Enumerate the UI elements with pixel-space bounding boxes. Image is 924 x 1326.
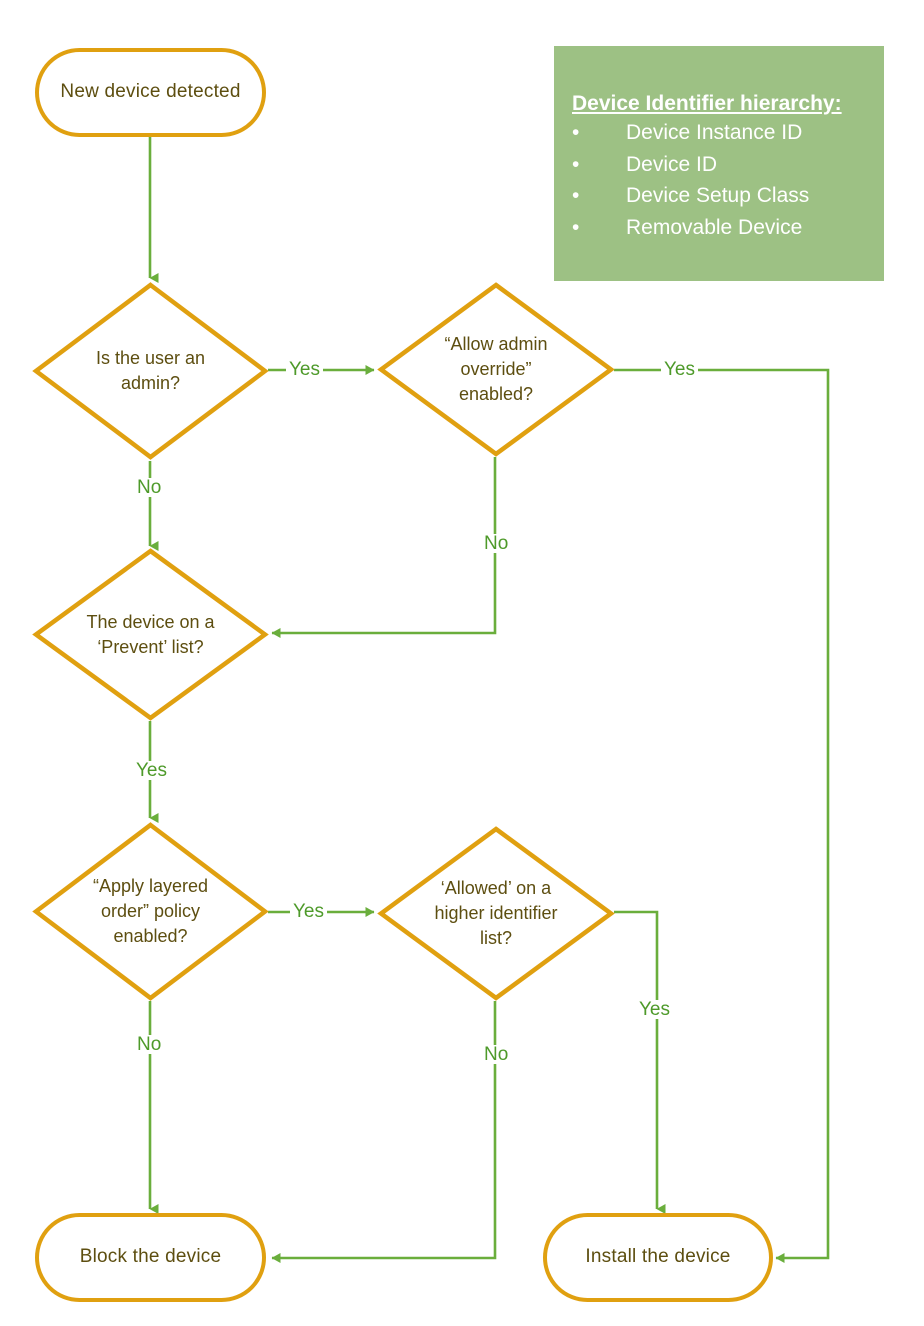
edge-higher-yes (614, 910, 666, 1214)
node-layered-order-line3: enabled? (113, 925, 188, 946)
legend-list: • Device Instance ID • Device ID • Devic… (572, 117, 884, 243)
node-layered-order-line2: order” policy (100, 901, 201, 922)
legend-item: • Device Setup Class (572, 180, 884, 212)
node-is-admin-label: Is the user an admin? (33, 282, 268, 460)
edge-override-no (271, 457, 497, 638)
edge-higher-no (271, 1001, 497, 1263)
edge-label-higher-yes: Yes (636, 1000, 673, 1019)
node-admin-override-label: “Allow admin override” enabled? (378, 282, 614, 457)
legend-item: • Device Instance ID (572, 117, 884, 149)
diamond-shape (377, 282, 615, 457)
node-install-label: Install the device (585, 1246, 731, 1268)
edge-override-yes (614, 368, 830, 1263)
diamond-shape (377, 826, 615, 1001)
node-higher-list-line3: list? (479, 927, 512, 948)
node-admin-override-line3: enabled? (458, 383, 534, 404)
node-higher-list-line1: ‘Allowed’ on a (440, 878, 552, 899)
edge-label-prevent-yes: Yes (133, 761, 170, 780)
node-start-label: New device detected (60, 81, 241, 103)
edge-label-override-no: No (481, 534, 512, 553)
edge-label-layered-no: No (134, 1035, 165, 1054)
node-admin-override-line1: “Allow admin (444, 334, 548, 355)
legend-item-label: Device Setup Class (626, 184, 810, 208)
node-block-label: Block the device (79, 1246, 222, 1268)
node-block[interactable]: Block the device (35, 1213, 266, 1302)
node-layered-order[interactable]: “Apply layered order” policy enabled? (32, 822, 269, 1001)
node-higher-list-label: ‘Allowed’ on a higher identifier list? (378, 826, 614, 1001)
bullet-icon: • (572, 152, 580, 176)
edge-label-layered-yes: Yes (290, 902, 327, 921)
node-start[interactable]: New device detected (35, 48, 266, 137)
node-prevent-list-line1: The device on a (86, 611, 215, 632)
diamond-shape (32, 822, 269, 1001)
node-layered-order-label: “Apply layered order” policy enabled? (33, 822, 268, 1001)
node-admin-override[interactable]: “Allow admin override” enabled? (377, 282, 615, 457)
bullet-icon: • (572, 184, 580, 208)
edge-label-is-admin-yes: Yes (286, 360, 323, 379)
edge-label-override-yes: Yes (661, 360, 698, 379)
legend-device-identifier-hierarchy: Device Identifier hierarchy: • Device In… (554, 46, 884, 281)
legend-item: • Removable Device (572, 212, 884, 244)
node-install[interactable]: Install the device (543, 1213, 773, 1302)
legend-title: Device Identifier hierarchy: (572, 92, 842, 115)
edge-label-is-admin-no: No (134, 478, 165, 497)
bullet-icon: • (572, 215, 580, 239)
node-is-admin[interactable]: Is the user an admin? (32, 282, 269, 460)
legend-item-label: Removable Device (626, 215, 803, 239)
node-prevent-list-label: The device on a ‘Prevent’ list? (33, 548, 268, 721)
node-layered-order-line1: “Apply layered (92, 876, 209, 897)
node-admin-override-line2: override” (460, 359, 532, 380)
diamond-shape (32, 282, 269, 460)
legend-item-label: Device Instance ID (626, 121, 803, 145)
node-is-admin-line2: admin? (120, 373, 181, 393)
diamond-shape (32, 548, 269, 721)
node-prevent-list[interactable]: The device on a ‘Prevent’ list? (32, 548, 269, 721)
node-prevent-list-line2: ‘Prevent’ list? (97, 636, 204, 657)
node-higher-list-line2: higher identifier (434, 903, 558, 924)
bullet-icon: • (572, 121, 580, 145)
legend-item-label: Device ID (626, 152, 718, 176)
legend-item: • Device ID (572, 149, 884, 181)
edge-label-higher-no: No (481, 1045, 512, 1064)
node-higher-list[interactable]: ‘Allowed’ on a higher identifier list? (377, 826, 615, 1001)
node-is-admin-line1: Is the user an (95, 348, 206, 369)
